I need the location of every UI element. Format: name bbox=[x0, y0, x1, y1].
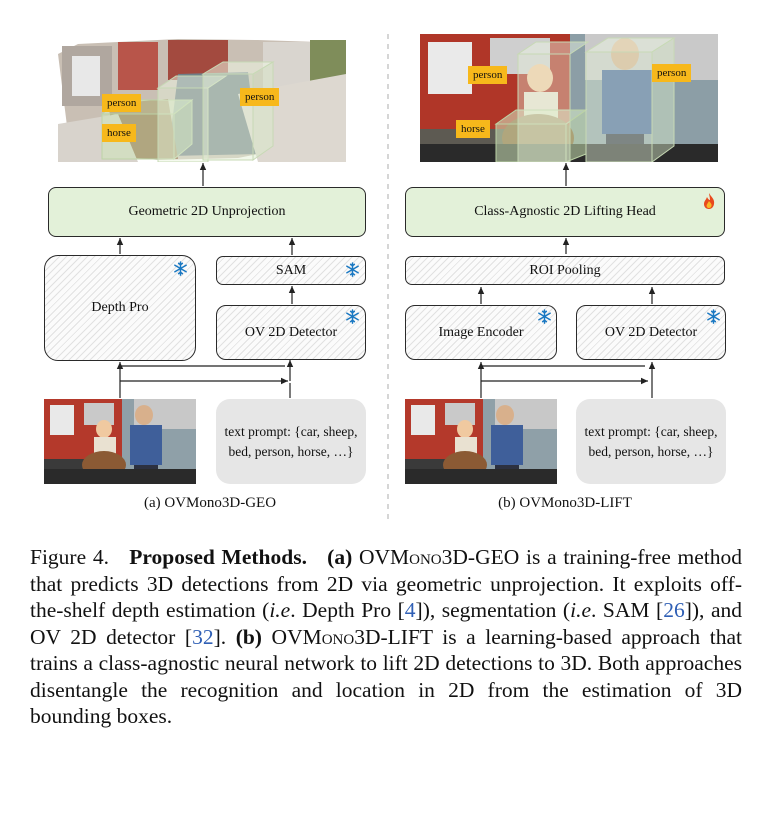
right-text-prompt: text prompt: {car, sheep, bed, person, h… bbox=[576, 399, 726, 484]
left-subcaption: (a) OVMono3D-GEO bbox=[143, 495, 277, 511]
right-3d-scene: person person horse bbox=[420, 34, 718, 162]
roi-pooling-box: ROI Pooling bbox=[405, 256, 725, 285]
citation-link-26[interactable]: 26 bbox=[663, 598, 685, 622]
caption-tag-a: (a) bbox=[327, 545, 353, 569]
left-text-prompt: text prompt: {car, sheep, bed, person, h… bbox=[216, 399, 366, 484]
lifting-head-box: Class-Agnostic 2D Lifting Head bbox=[405, 187, 725, 237]
caption-title: Proposed Methods. bbox=[129, 545, 307, 569]
caption-tag-b: (b) bbox=[235, 624, 262, 649]
roi-pooling-label: ROI Pooling bbox=[529, 262, 601, 278]
snowflake-icon bbox=[538, 309, 551, 324]
figure-label: Figure 4. bbox=[30, 545, 109, 569]
snowflake-icon bbox=[346, 262, 359, 277]
depth-pro-label: Depth Pro bbox=[91, 300, 149, 315]
scene-tag-person-1: person bbox=[468, 66, 508, 84]
right-detector-label: OV 2D Detector bbox=[604, 324, 698, 340]
left-detector-box: OV 2D Detector bbox=[216, 305, 366, 360]
method-name-geo: OVMono3D-GEO bbox=[358, 545, 520, 569]
image-encoder-box: Image Encoder bbox=[405, 305, 557, 360]
scene-tag-person-1: person bbox=[102, 94, 142, 112]
snowflake-icon bbox=[707, 309, 720, 324]
right-subcaption: (b) OVMono3D-LIFT bbox=[498, 495, 632, 511]
flame-icon bbox=[704, 193, 715, 209]
diagram-connectors bbox=[116, 34, 656, 520]
sam-label: SAM bbox=[275, 262, 307, 278]
geometric-unprojection-box: Geometric 2D Unprojection bbox=[48, 187, 366, 237]
snowflake-icon bbox=[174, 261, 187, 276]
depth-pro-box: Depth Pro bbox=[44, 255, 196, 361]
sam-box: SAM bbox=[216, 256, 366, 285]
right-input-image bbox=[405, 399, 557, 484]
detection-photo bbox=[420, 34, 718, 162]
scene-tag-person-2: person bbox=[240, 88, 280, 106]
caption-paragraph: Figure 4. Proposed Methods. (a) OVMono3D… bbox=[30, 545, 743, 728]
scene-tag-horse: horse bbox=[102, 124, 136, 142]
right-detector-box: OV 2D Detector bbox=[576, 305, 726, 360]
left-3d-scene: person person horse bbox=[58, 34, 346, 162]
scene-tag-person-2: person bbox=[652, 64, 692, 82]
citation-link-4[interactable]: 4 bbox=[404, 598, 416, 622]
scene-tag-horse: horse bbox=[456, 120, 490, 138]
method-name-lift: OVMono3D-LIFT bbox=[271, 624, 433, 649]
snowflake-icon bbox=[346, 309, 359, 324]
left-detector-label: OV 2D Detector bbox=[244, 324, 338, 340]
image-encoder-label: Image Encoder bbox=[438, 324, 524, 340]
left-input-image bbox=[44, 399, 196, 484]
citation-link-32[interactable]: 32 bbox=[192, 624, 214, 649]
figure-caption: Figure 4. Proposed Methods. (a) OVMono3D… bbox=[30, 544, 742, 730]
